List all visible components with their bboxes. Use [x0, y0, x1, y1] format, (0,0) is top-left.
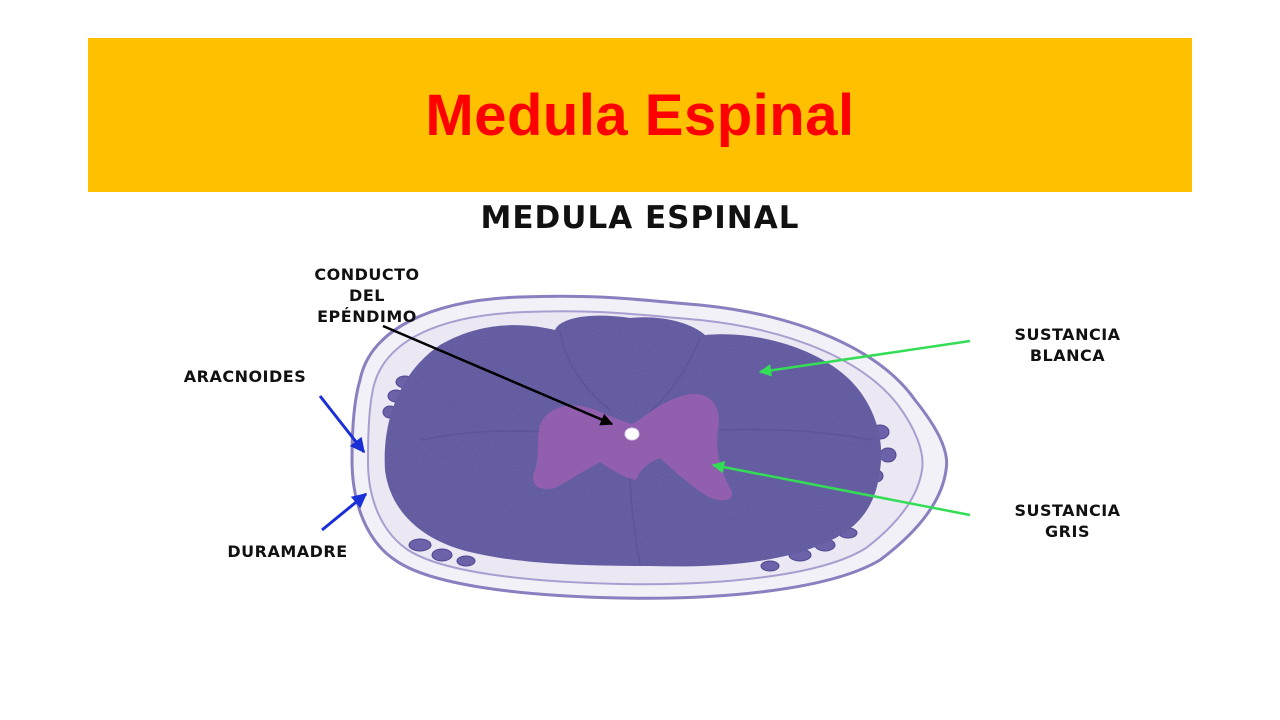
arrow-sustancia-gris — [711, 461, 971, 517]
label-line: GRIS — [1045, 522, 1090, 541]
label-conducto-del-ependimo: CONDUCTO DEL EPÉNDIMO — [282, 264, 452, 327]
label-line: BLANCA — [1029, 346, 1106, 365]
label-line: ARACNOIDES — [183, 367, 307, 386]
title-banner: Medula Espinal — [88, 38, 1192, 192]
label-line: SUSTANCIA — [1014, 325, 1121, 344]
label-line: DURAMADRE — [227, 542, 348, 561]
central-canal — [624, 427, 640, 441]
slide-title: Medula Espinal — [425, 82, 855, 148]
label-line: CONDUCTO — [314, 265, 420, 284]
arrow-conducto — [382, 324, 614, 426]
label-line: SUSTANCIA — [1014, 501, 1121, 520]
label-duramadre: DURAMADRE — [195, 541, 380, 562]
funiculi-separators — [419, 331, 873, 565]
label-aracnoides: ARACNOIDES — [150, 366, 340, 387]
gray-matter — [532, 393, 733, 501]
label-sustancia-blanca: SUSTANCIA BLANCA — [985, 324, 1150, 366]
figure-heading: MEDULA ESPINAL — [480, 200, 800, 236]
arrow-sustancia-blanca — [758, 339, 971, 377]
label-sustancia-gris: SUSTANCIA GRIS — [985, 500, 1150, 542]
arrow-duramadre — [321, 492, 368, 532]
arrow-aracnoides — [318, 395, 366, 454]
label-line: EPÉNDIMO — [317, 307, 417, 326]
label-line: DEL — [349, 286, 385, 305]
